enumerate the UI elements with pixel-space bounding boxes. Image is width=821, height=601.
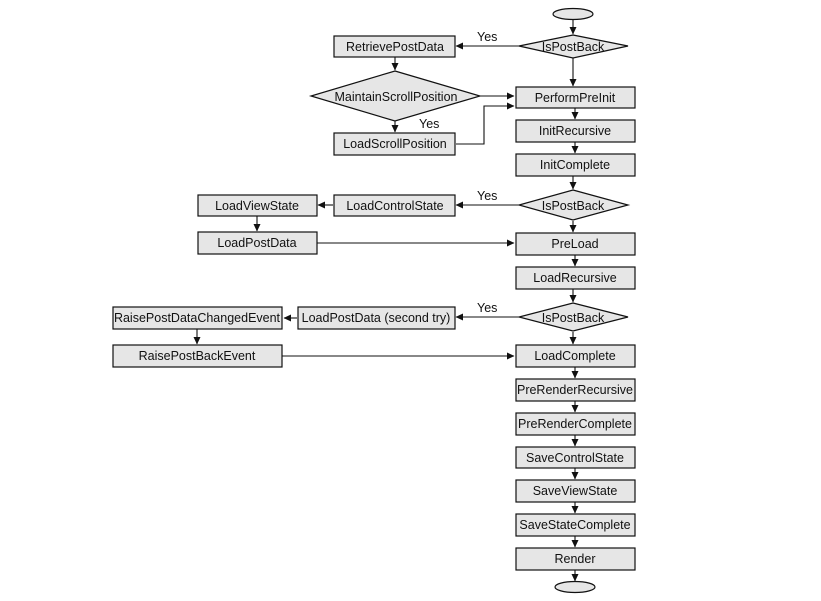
step-raisepostbackevent-label: RaisePostBackEvent [139, 349, 256, 363]
step-prerenderrecursive: PreRenderRecursive [515, 378, 636, 402]
step-saveviewstate: SaveViewState [515, 479, 636, 503]
end-terminator [554, 580, 596, 594]
step-savecontrolstate: SaveControlState [515, 446, 636, 469]
step-loadpostdata: LoadPostData [197, 231, 318, 255]
step-savecontrolstate-label: SaveControlState [526, 451, 624, 465]
step-initrecursive: InitRecursive [515, 119, 636, 143]
step-preload-label: PreLoad [551, 237, 598, 251]
step-savestatecomplete-label: SaveStateComplete [519, 518, 630, 532]
step-loadpostdata-label: LoadPostData [217, 236, 296, 250]
step-render: Render [515, 547, 636, 571]
step-loadcontrolstate-label: LoadControlState [346, 199, 443, 213]
step-savestatecomplete: SaveStateComplete [515, 513, 636, 537]
step-prerendercomplete-label: PreRenderComplete [518, 417, 632, 431]
step-raisepostdatachangedevent-label: RaisePostDataChangedEvent [114, 311, 281, 325]
step-loadpostdata-second-try: LoadPostData (second try) [297, 306, 456, 330]
edge-label-yes-2: Yes [419, 117, 439, 131]
step-saveviewstate-label: SaveViewState [533, 484, 618, 498]
step-loadcomplete: LoadComplete [515, 344, 636, 368]
decision-maintainscrollposition: MaintainScrollPosition [308, 70, 483, 122]
edge-loadscroll-to-performpreinit [456, 102, 515, 145]
step-loadscrollposition: LoadScrollPosition [333, 132, 456, 156]
edge-label-yes-3: Yes [477, 189, 497, 203]
step-loadpostdata-second-try-label: LoadPostData (second try) [302, 311, 451, 325]
step-loadviewstate: LoadViewState [197, 194, 318, 217]
step-prerenderrecursive-label: PreRenderRecursive [517, 383, 633, 397]
step-raisepostdatachangedevent: RaisePostDataChangedEvent [112, 306, 283, 330]
step-retrievepostdata-label: RetrievePostData [346, 40, 444, 54]
step-performpreinit-label: PerformPreInit [535, 91, 616, 105]
step-preload: PreLoad [515, 232, 636, 256]
step-initcomplete-label: InitComplete [540, 158, 610, 172]
decision-maintainscrollposition-label: MaintainScrollPosition [335, 90, 458, 104]
step-loadviewstate-label: LoadViewState [215, 199, 299, 213]
decision-ispostback-3: IsPostBack [516, 302, 629, 332]
decision-ispostback-1: IsPostBack [518, 34, 629, 59]
decision-ispostback-1-label: IsPostBack [542, 40, 605, 54]
edge-label-yes-4: Yes [477, 301, 497, 315]
step-prerendercomplete: PreRenderComplete [515, 412, 636, 436]
step-loadrecursive: LoadRecursive [515, 266, 636, 290]
decision-ispostback-3-label: IsPostBack [542, 311, 605, 325]
step-loadcomplete-label: LoadComplete [534, 349, 615, 363]
edge-label-yes-1: Yes [477, 30, 497, 44]
step-initrecursive-label: InitRecursive [539, 124, 611, 138]
step-initcomplete: InitComplete [515, 153, 636, 177]
decision-ispostback-2: IsPostBack [516, 189, 631, 221]
step-retrievepostdata: RetrievePostData [333, 35, 456, 58]
step-raisepostbackevent: RaisePostBackEvent [112, 344, 283, 368]
step-loadcontrolstate: LoadControlState [333, 194, 456, 217]
step-loadscrollposition-label: LoadScrollPosition [343, 137, 447, 151]
start-terminator [552, 7, 594, 21]
step-performpreinit: PerformPreInit [515, 86, 636, 109]
step-render-label: Render [555, 552, 596, 566]
decision-ispostback-2-label: IsPostBack [542, 199, 605, 213]
step-loadrecursive-label: LoadRecursive [533, 271, 616, 285]
